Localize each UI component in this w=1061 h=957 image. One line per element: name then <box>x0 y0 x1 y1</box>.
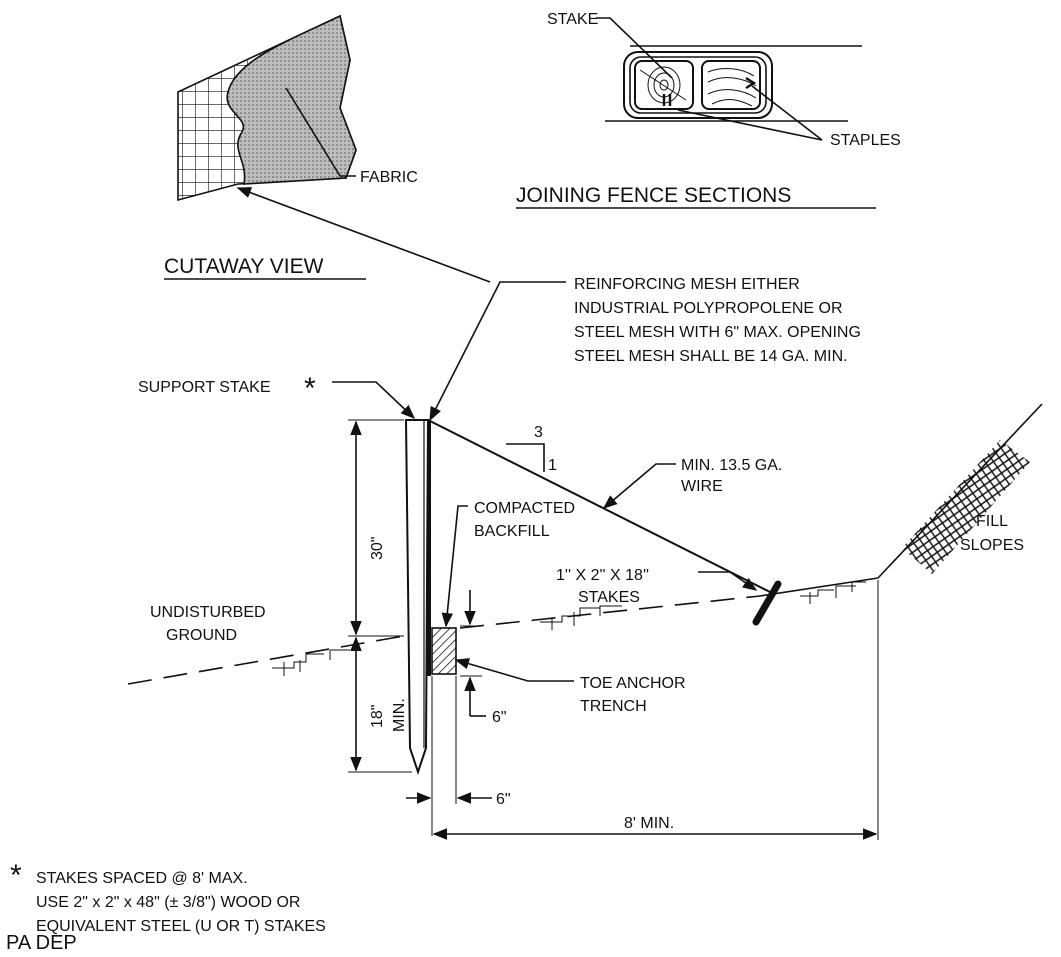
fill-slopes-label-line-1: FILL <box>976 513 1008 530</box>
fill-slopes-label-line-2: SLOPES <box>960 537 1024 554</box>
wire-leader <box>602 463 676 509</box>
wire-label-line-2: WIRE <box>681 478 723 495</box>
wire-label-line-1: MIN. 13.5 GA. <box>681 457 782 474</box>
mesh-note: REINFORCING MESH EITHER INDUSTRIAL POLYP… <box>236 187 861 422</box>
mesh-note-line-4: STEEL MESH SHALL BE 14 GA. MIN. <box>574 348 848 365</box>
ground-line-toe <box>759 577 879 597</box>
undisturbed-ground-line-right <box>459 595 761 629</box>
stake-right <box>701 60 761 110</box>
mesh-note-line-3: STEEL MESH WITH 6" MAX. OPENING <box>574 324 861 341</box>
footnote: * STAKES SPACED @ 8' MAX. USE 2" x 2" x … <box>6 859 326 954</box>
dim-18-label: 18" <box>369 705 386 728</box>
section-labels: SUPPORT STAKE * MIN. 13.5 GA. WIRE COMPA… <box>138 372 1024 715</box>
undisturbed-ground-label-line-2: GROUND <box>166 627 237 644</box>
stake-leader <box>596 17 673 79</box>
footnote-line-1: STAKES SPACED @ 8' MAX. <box>36 870 248 887</box>
dim-6-vert-label: 6" <box>492 709 507 726</box>
dimensions: 30" 18" MIN. 6" 6" 8' MIN. <box>348 419 879 840</box>
support-wire <box>427 419 771 593</box>
dim-6-horiz-label: 6" <box>496 791 511 808</box>
slope-run-label: 3 <box>534 424 543 441</box>
dim-min-label: MIN. <box>391 698 408 732</box>
compacted-backfill-trench <box>431 627 457 675</box>
mesh-leader-to-cutaway <box>236 187 491 283</box>
support-stake-leader <box>332 381 416 419</box>
dim-30-label: 30" <box>369 537 386 560</box>
staple-left-icon <box>662 94 672 106</box>
wrap-outer <box>623 51 773 119</box>
backfill-label-line-2: BACKFILL <box>474 523 550 540</box>
backfill-label-line-1: COMPACTED <box>474 500 575 517</box>
staples-leader-1 <box>677 109 823 141</box>
wood-grain-left <box>639 66 687 104</box>
slope-rise-label: 1 <box>548 457 557 474</box>
fence-section: 3 1 <box>404 419 782 776</box>
wrap-inner <box>629 56 767 114</box>
staple-right-icon <box>745 76 757 90</box>
toe-anchor-label-line-1: TOE ANCHOR <box>580 675 686 692</box>
cutaway-view: FABRIC CUTAWAY VIEW <box>164 14 418 280</box>
undisturbed-ground-label-line-1: UNDISTURBED <box>150 604 266 621</box>
joining-fence-sections: STAKE STAPLES JOINING FENCE SECTIONS <box>516 11 901 209</box>
anchor-stakes-label-line-2: STAKES <box>578 589 640 606</box>
anchor-stake <box>752 580 782 626</box>
fabric-leader <box>285 87 356 177</box>
footnote-line-3: EQUIVALENT STEEL (U OR T) STAKES <box>36 918 326 935</box>
dim-8-label: 8' MIN. <box>624 815 674 832</box>
toe-anchor-leader <box>454 658 574 682</box>
slope-indicator <box>506 443 545 472</box>
ground-profile <box>127 403 1043 685</box>
stake-left <box>634 60 694 110</box>
mesh-note-line-1: REINFORCING MESH EITHER <box>574 276 800 293</box>
fabric-label: FABRIC <box>360 169 418 186</box>
wood-grain-right <box>707 68 757 107</box>
anchor-stakes-leader <box>698 571 758 591</box>
cutaway-fabric <box>226 14 357 185</box>
source-label: PA DEP <box>6 932 77 952</box>
footnote-line-2: USE 2" x 2" x 48" (± 3/8") WOOD OR <box>36 894 300 911</box>
mesh-leader-to-fence <box>429 281 566 422</box>
support-stake-label: SUPPORT STAKE <box>138 379 270 396</box>
ground-texture-2 <box>540 605 622 630</box>
ground-texture-1 <box>272 649 350 676</box>
staples-label: STAPLES <box>830 132 901 149</box>
joining-title: JOINING FENCE SECTIONS <box>516 184 791 207</box>
toe-anchor-label-line-2: TRENCH <box>580 698 647 715</box>
support-stake <box>404 419 430 776</box>
cutaway-view-title: CUTAWAY VIEW <box>164 255 324 278</box>
staples-leader-2 <box>751 85 823 141</box>
footnote-asterisk: * <box>10 859 22 892</box>
mesh-note-line-2: INDUSTRIAL POLYPROPOLENE OR <box>574 300 843 317</box>
stake-label: STAKE <box>547 11 598 28</box>
fill-slope-hatch <box>902 440 1030 574</box>
ground-texture-3 <box>800 581 866 604</box>
support-stake-asterisk: * <box>304 372 316 405</box>
backfill-leader <box>441 505 468 628</box>
anchor-stakes-label-line-1: 1'' X 2'' X 18'' <box>556 567 649 584</box>
